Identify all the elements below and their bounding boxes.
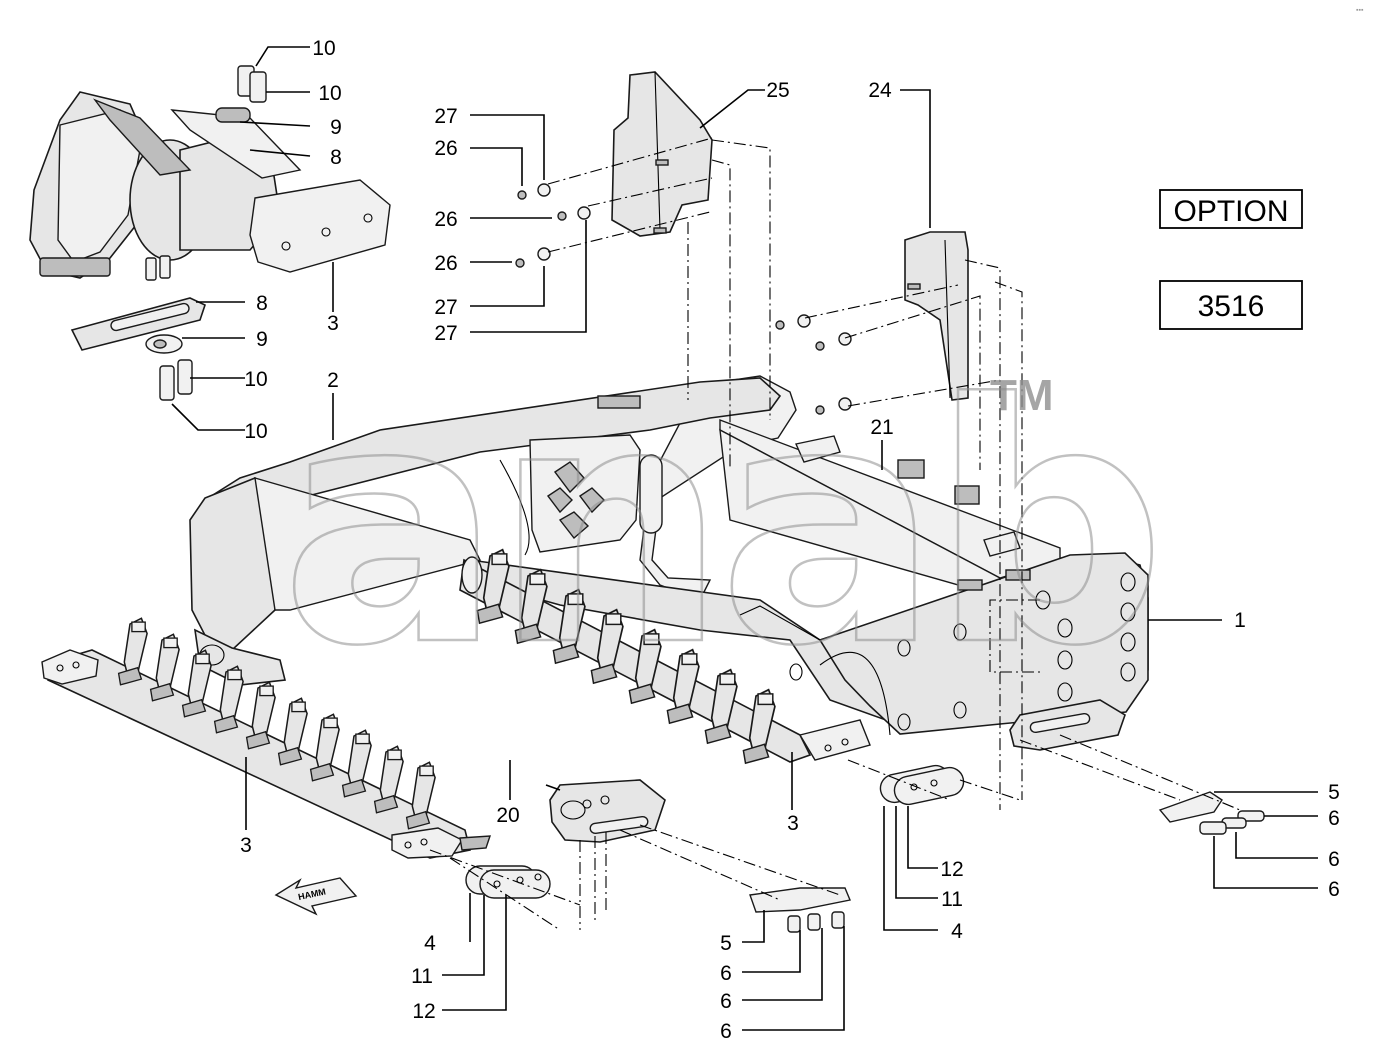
tooth: [149, 633, 180, 702]
tooth-bar-loose: [41, 649, 491, 859]
callout-labels: 10 10 9 8 3 8 9 10 10 27 26 26 26 27 27 25 24 2 21 1 3 20 3 4 11…: [240, 37, 1340, 1043]
callout-label: 4: [424, 932, 436, 955]
direction-arrow: HAMM: [274, 877, 358, 916]
tooth: [405, 761, 436, 830]
tooth: [181, 649, 212, 718]
side-guard-24: [904, 231, 969, 401]
callout-label: 26: [434, 137, 457, 160]
callout-label: 8: [330, 146, 342, 169]
option-label: OPTION: [1173, 195, 1288, 228]
callout-label: 25: [766, 79, 789, 102]
tooth: [514, 568, 548, 645]
detail-inset: [29, 65, 391, 401]
callout-label: 10: [244, 368, 267, 391]
tooth: [341, 729, 372, 798]
callout-label: 9: [256, 328, 268, 351]
callout-label: 10: [318, 82, 341, 105]
callout-label: 1: [1234, 609, 1246, 632]
tooth: [742, 688, 776, 765]
callout-label: 8: [256, 292, 268, 315]
tooth: [277, 697, 308, 766]
callout-label: 12: [940, 858, 963, 881]
guard-fasteners: [515, 183, 852, 415]
callout-label: 2: [327, 369, 339, 392]
callout-label: 27: [434, 322, 457, 345]
svg-text:anab: anab: [280, 334, 1157, 718]
callout-label: 3: [240, 834, 252, 857]
callout-label: 11: [411, 965, 433, 988]
tooth: [476, 548, 510, 625]
tooth: [552, 588, 586, 665]
callout-label: 5: [720, 932, 732, 955]
tooth: [666, 648, 700, 725]
loose-link-plates: [465, 764, 1265, 933]
callout-label: 10: [312, 37, 335, 60]
option-box: OPTION: [1159, 189, 1303, 229]
main-frame: [189, 375, 1149, 843]
callout-label: 6: [1328, 807, 1340, 830]
callout-label: 12: [412, 1000, 435, 1023]
mounted-teeth: [476, 548, 776, 765]
callout-label: 6: [720, 962, 732, 985]
tooth: [213, 665, 244, 734]
callout-label: 26: [434, 208, 457, 231]
tooth: [117, 617, 148, 686]
tooth: [245, 681, 276, 750]
assembly-lines: [429, 137, 1241, 931]
callout-label: 3: [327, 312, 339, 335]
callout-label: 4: [951, 920, 963, 943]
callout-label: 11: [941, 888, 963, 911]
callout-label: 20: [496, 804, 519, 827]
callout-label: 3: [787, 812, 799, 835]
callout-label: 6: [720, 1020, 732, 1043]
callout-label: 6: [720, 990, 732, 1013]
tooth: [704, 668, 738, 745]
leader-lines: [171, 46, 1318, 1031]
callout-label: 9: [330, 116, 342, 139]
callout-label: 6: [1328, 848, 1340, 871]
code-label: 3516: [1198, 290, 1265, 323]
callout-label: 5: [1328, 781, 1340, 804]
callout-label: 26: [434, 252, 457, 275]
tooth: [309, 713, 340, 782]
callout-label: 27: [434, 296, 457, 319]
tooth: [590, 608, 624, 685]
code-box: 3516: [1159, 280, 1303, 330]
callout-label: 6: [1328, 878, 1340, 901]
loose-teeth: [117, 617, 436, 830]
callout-label: 21: [870, 416, 893, 439]
watermark: anab TM: [279, 333, 1168, 720]
callout-label: 24: [868, 79, 892, 102]
corner-mark: ▪▪▪: [1356, 7, 1364, 14]
tooth: [628, 628, 662, 705]
callout-label: 27: [434, 105, 457, 128]
callout-label: 10: [244, 420, 267, 443]
svg-text:TM: TM: [990, 371, 1054, 420]
side-guard-25: [611, 71, 713, 237]
tooth: [373, 745, 404, 814]
